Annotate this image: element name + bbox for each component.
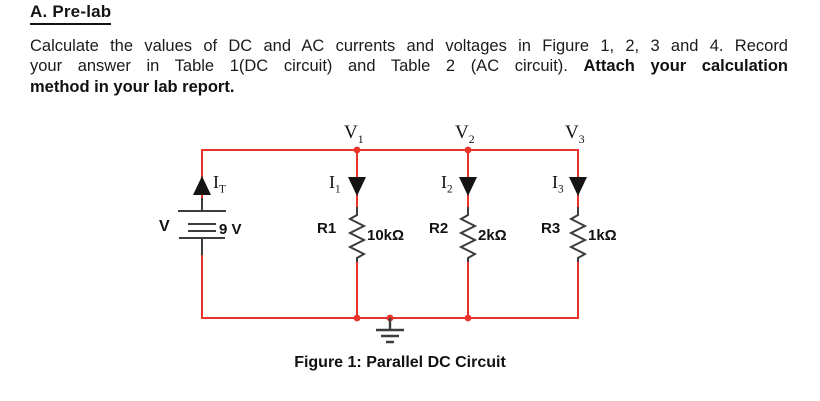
paragraph-bold-text: method in your lab report.: [30, 77, 235, 96]
paragraph-bold-text: Attach your calculation: [583, 57, 789, 76]
resistor-value-r3: 1kΩ: [588, 227, 617, 244]
paragraph-line-3: method in your lab report.: [30, 77, 788, 97]
current-label-i1: I1: [329, 172, 341, 196]
arrow-down-icon: [459, 177, 477, 196]
wire-left-top-right: [201, 149, 579, 207]
label-main: I: [552, 172, 558, 192]
label-sub: 3: [558, 183, 564, 196]
source-name-label: V: [159, 218, 170, 235]
junction-dot: [353, 146, 361, 154]
resistor-symbol-r3: [568, 207, 588, 262]
current-label-i2: I2: [441, 172, 453, 196]
junction-dot: [353, 314, 361, 322]
label-main: I: [213, 172, 219, 192]
current-label-i3: I3: [552, 172, 564, 196]
label-sub: 3: [578, 132, 585, 146]
paragraph-line-1: Calculate the values of DC and AC curren…: [30, 36, 788, 56]
node-voltage-label-v3: V3: [565, 122, 585, 146]
paragraph-text: Calculate the values of DC and AC curren…: [30, 37, 788, 55]
source-value-label: 9 V: [219, 221, 242, 238]
junction-dot: [464, 146, 472, 154]
paragraph-text: your answer in Table 1(DC circuit) and T…: [30, 57, 584, 76]
resistor-name-r2: R2: [429, 220, 449, 237]
section-heading-text: A. Pre-lab: [30, 2, 112, 25]
node-voltage-label-v2: V2: [455, 122, 475, 146]
wire-bottom-loop: [201, 255, 579, 319]
current-label-it: IT: [213, 172, 226, 196]
battery-symbol: [178, 198, 226, 255]
label-sub: 1: [357, 132, 364, 146]
ground-symbol: [376, 318, 404, 344]
section-heading: A. Pre-lab: [30, 2, 112, 25]
resistor-symbol-r2: [458, 207, 478, 262]
junction-dots: [353, 146, 472, 322]
resistor-value-r2: 2kΩ: [478, 227, 507, 244]
junction-dot: [464, 314, 472, 322]
label-sub: 2: [447, 183, 453, 196]
arrow-down-icon: [569, 177, 587, 196]
arrow-up-icon: [193, 176, 211, 195]
current-arrows: [193, 176, 587, 196]
label-main: V: [565, 122, 579, 143]
components: [178, 198, 588, 344]
resistor-name-r1: R1: [317, 220, 337, 237]
label-main: V: [455, 122, 469, 143]
arrow-down-icon: [348, 177, 366, 196]
label-main: I: [329, 172, 335, 192]
resistor-name-r3: R3: [541, 220, 561, 237]
resistor-value-r1: 10kΩ: [367, 227, 405, 244]
label-sub: T: [219, 183, 226, 196]
label-main: I: [441, 172, 447, 192]
label-sub: 1: [335, 183, 341, 196]
node-voltage-label-v1: V1: [344, 122, 364, 146]
instructions-paragraph: Calculate the values of DC and AC curren…: [30, 36, 788, 97]
label-sub: 2: [468, 132, 475, 146]
figure-caption: Figure 1: Parallel DC Circuit: [294, 354, 506, 371]
resistor-symbol-r1: [347, 207, 367, 262]
label-main: V: [344, 122, 358, 143]
paragraph-line-2: your answer in Table 1(DC circuit) and T…: [30, 56, 788, 76]
